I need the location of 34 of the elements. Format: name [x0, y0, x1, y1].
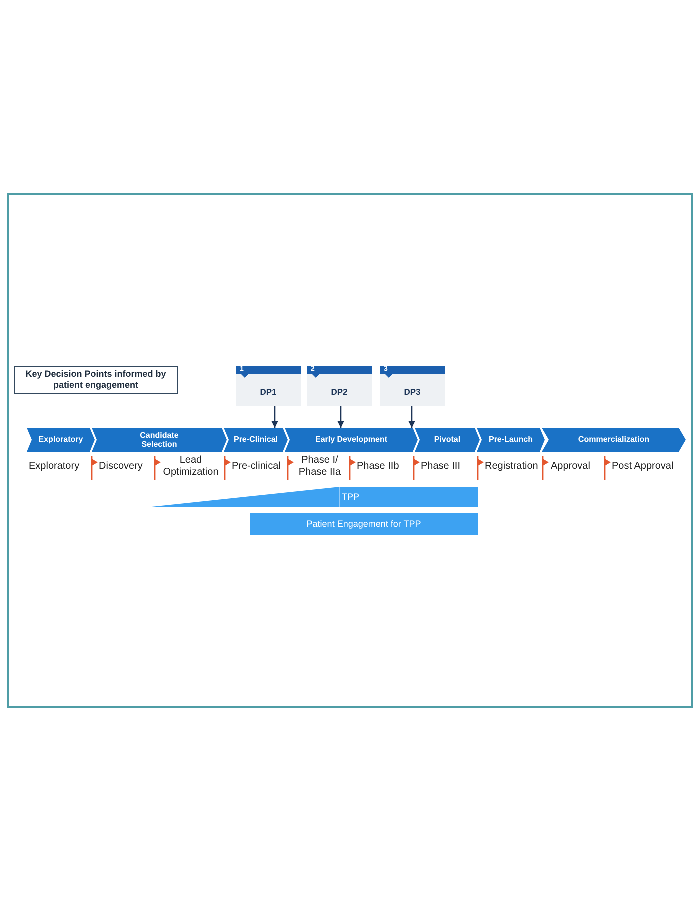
stage-label: Exploratory [38, 435, 84, 445]
stage-label: Pre-Clinical [234, 435, 278, 445]
arrow [408, 406, 416, 428]
decision-point-card [236, 366, 301, 406]
legend-note: Key Decision Points informed by patient engagement [14, 366, 178, 394]
stage-label: Commercialization [578, 435, 650, 445]
stage-step-label: Phase IIb [357, 461, 400, 473]
arrow [272, 406, 278, 428]
tpp-wedge [152, 487, 478, 507]
stage-step-label: Post Approval [612, 461, 674, 473]
process-step [224, 428, 288, 452]
decision-point-label: DP2 [331, 386, 348, 396]
stage-step-label: Phase III [421, 461, 460, 473]
stage-label: Pre-Launch [488, 435, 533, 445]
engagement-bar: Patient Engagement for TPP [250, 513, 478, 535]
decision-point-label: DP1 [260, 386, 277, 396]
stage-label: Candidate Selection [139, 430, 180, 450]
decision-point-card [380, 366, 445, 406]
process-step [415, 428, 480, 452]
arrow [338, 406, 344, 428]
stage-label: Pivotal [434, 435, 461, 445]
wedge-label: TPP [342, 491, 360, 503]
stage-step-label: Exploratory [29, 461, 80, 473]
decision-point-label: DP3 [404, 386, 421, 396]
stage-step-label: Approval [551, 461, 590, 473]
process-step [27, 428, 95, 452]
stage-step-label: Lead Optimization [162, 455, 220, 479]
stage-step-label: Phase I/ Phase IIa [298, 455, 342, 479]
process-step [477, 428, 545, 452]
stage-label: Early Development [315, 435, 388, 445]
stage-step-label: Registration [485, 461, 538, 473]
stage-step-label: Pre-clinical [232, 461, 281, 473]
decision-point-card [307, 366, 372, 406]
stage-step-label: Discovery [99, 461, 143, 473]
